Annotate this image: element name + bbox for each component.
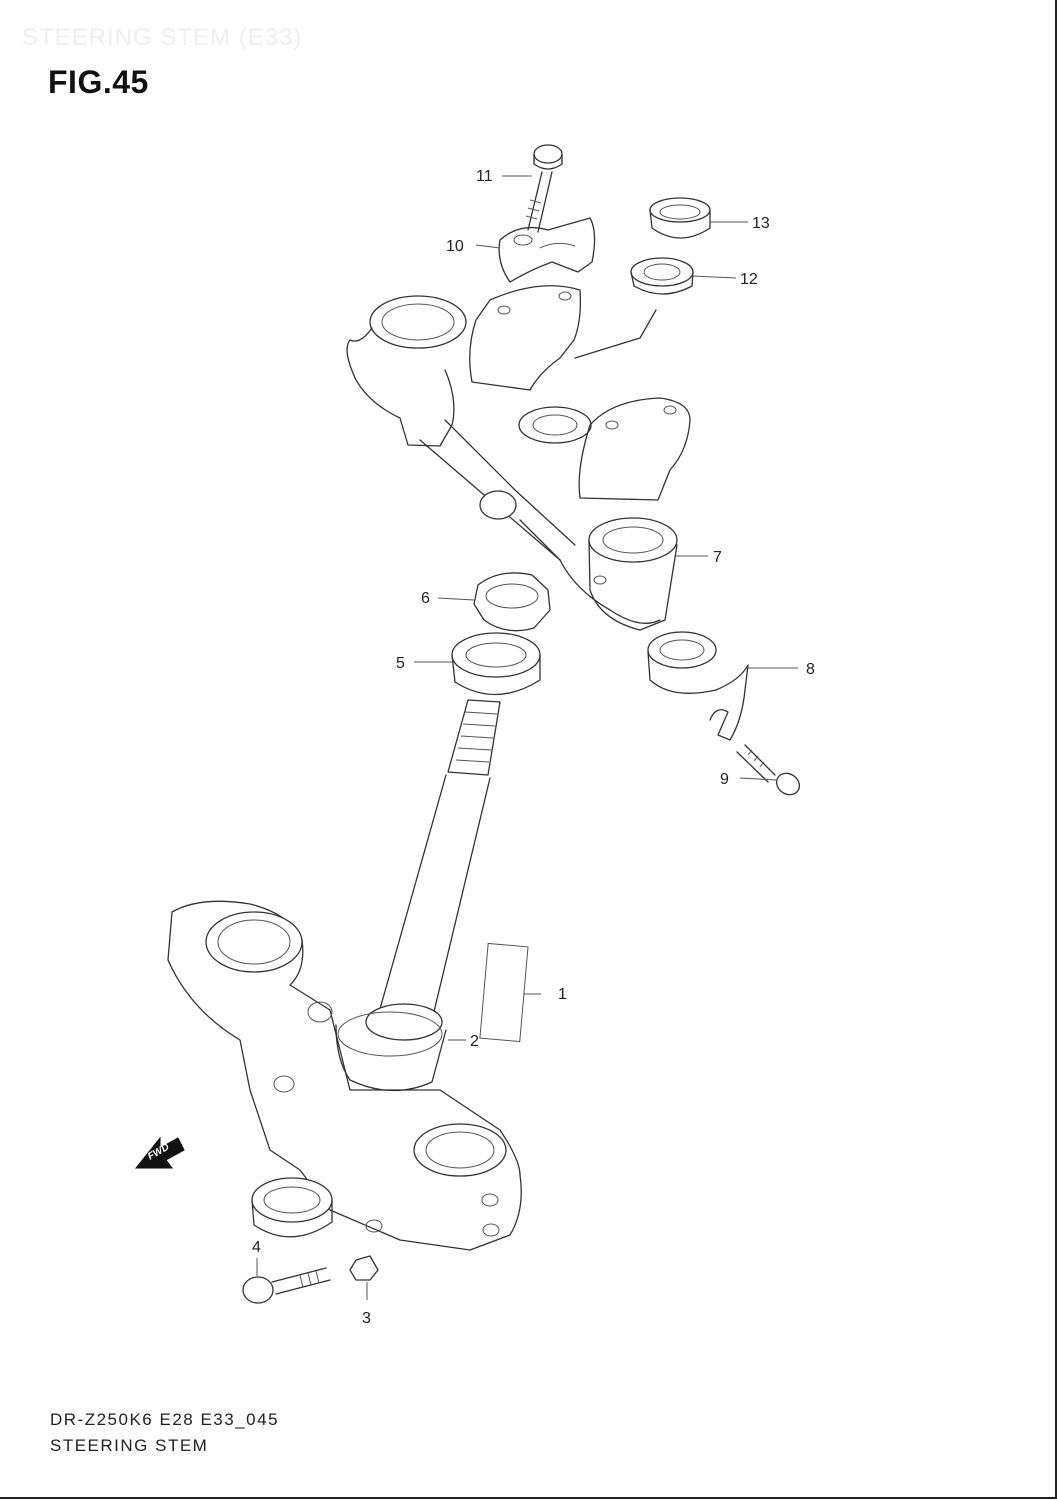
callout-5: 5: [396, 655, 405, 672]
part-11-bolt[interactable]: [525, 144, 563, 233]
leader-lines: [256, 175, 798, 1300]
fwd-arrow-icon: FWD: [134, 1136, 185, 1169]
part-9-bolt[interactable]: [736, 744, 804, 799]
part-7-upper-bracket[interactable]: [469, 285, 691, 501]
part-10-handlebar-clamp[interactable]: [498, 217, 596, 283]
lower-bracket-assembly[interactable]: [167, 900, 522, 1251]
callout-3: 3: [362, 1310, 371, 1327]
diagram-code: DR-Z250K6 E28 E33_045: [50, 1410, 280, 1429]
diagram-name: STEERING STEM: [50, 1436, 209, 1455]
part-13-cap[interactable]: [649, 197, 711, 239]
callout-7: 7: [713, 549, 722, 566]
part-3-washer[interactable]: [349, 1255, 379, 1281]
callout-12: 12: [740, 271, 758, 288]
part-8-lower-clamp[interactable]: [647, 631, 749, 741]
part-upper-bar[interactable]: [346, 295, 661, 624]
callout-13: 13: [752, 215, 770, 232]
callout-9: 9: [720, 771, 729, 788]
callout-1: 1: [558, 986, 567, 1003]
callout-4: 4: [252, 1239, 261, 1256]
part-1-stem-shaft[interactable]: [377, 699, 529, 1043]
watermark-text: STEERING STEM (E33): [22, 24, 303, 51]
callout-10: 10: [446, 238, 464, 255]
callout-8: 8: [806, 661, 815, 678]
part-12-ring[interactable]: [630, 257, 694, 295]
figure-label: FIG.45: [48, 64, 149, 100]
callout-2: 2: [470, 1033, 479, 1050]
part-6-nut[interactable]: [473, 572, 551, 632]
callout-6: 6: [421, 590, 430, 607]
callout-11: 11: [476, 168, 493, 185]
part-7-lower[interactable]: [588, 517, 678, 631]
part-5-bearing[interactable]: [451, 632, 541, 696]
part-4-bolt[interactable]: [242, 1267, 331, 1304]
part-2-lower-bearing[interactable]: [335, 1003, 447, 1092]
